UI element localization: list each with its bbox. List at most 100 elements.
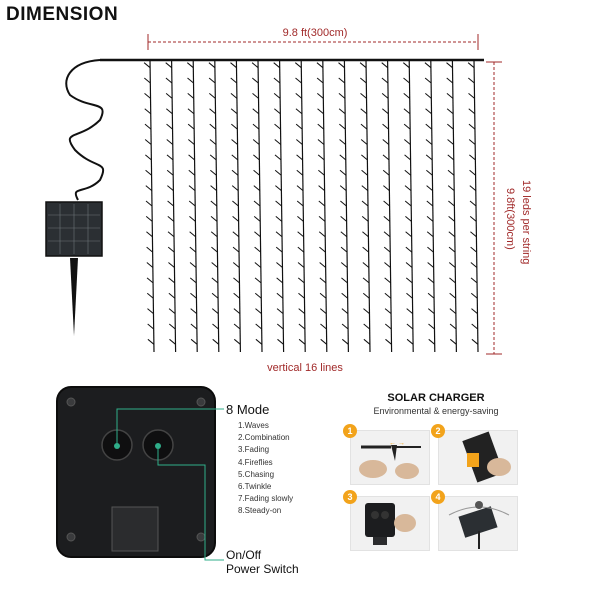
led-bulb — [230, 108, 238, 115]
led-bulb — [317, 123, 325, 130]
led-bulb — [384, 308, 392, 314]
leds-per-string-label: 19 leds per string — [520, 180, 532, 265]
led-bulb — [469, 185, 477, 192]
step-4-badge: 4 — [431, 490, 445, 504]
led-bulb — [406, 308, 413, 314]
mode-item: 6.Twinkle — [238, 482, 272, 491]
led-bulb — [146, 231, 153, 238]
led-bulb — [230, 93, 238, 99]
led-bulb — [384, 323, 392, 330]
led-bulb — [294, 62, 302, 69]
led-bulb — [296, 169, 304, 176]
led-bulb — [318, 215, 326, 222]
led-bulb — [316, 62, 324, 69]
led-bulb — [449, 292, 456, 299]
power-switch-label: On/Off Power Switch — [226, 548, 299, 576]
led-bulb — [186, 62, 194, 69]
led-bulb — [146, 246, 153, 253]
led-bulb — [275, 185, 282, 192]
led-bulb — [424, 77, 432, 84]
led-bulb — [298, 292, 305, 299]
led-bulb — [232, 231, 240, 238]
led-bulb — [318, 200, 326, 207]
led-bulb — [468, 123, 476, 130]
led-bulb — [145, 185, 153, 192]
led-bulb — [360, 108, 368, 115]
led-bulb — [427, 277, 435, 284]
led-bulb — [383, 200, 390, 207]
led-bulb — [381, 62, 389, 69]
led-bulb — [361, 169, 368, 176]
led-bulb — [252, 108, 260, 115]
led-bulb — [362, 246, 369, 253]
led-bulb — [403, 123, 411, 130]
mode-item: 8.Steady-on — [238, 506, 282, 516]
led-bulb — [361, 154, 368, 161]
led-bulb — [145, 169, 152, 176]
led-bulb — [427, 262, 434, 268]
led-bulb — [470, 277, 478, 284]
led-bulb — [166, 169, 174, 176]
led-bulb — [317, 139, 325, 145]
led-bulb — [340, 215, 347, 222]
led-bulb — [168, 277, 175, 284]
svg-text:← →: ← → — [389, 440, 405, 447]
led-bulb — [252, 93, 259, 99]
led-bulb — [360, 93, 367, 99]
led-bulb — [187, 77, 194, 84]
led-bulb — [188, 200, 196, 207]
led-bulb — [338, 93, 346, 99]
led-bulb — [231, 169, 239, 176]
led-bulb — [274, 154, 282, 161]
led-bulb — [146, 292, 154, 299]
led-bulb — [448, 231, 456, 238]
led-bulb — [252, 139, 260, 145]
led-bulb — [233, 323, 241, 330]
led-bulb — [295, 77, 302, 84]
led-bulb — [210, 200, 218, 207]
led-bulb — [320, 323, 327, 330]
led-bulb — [338, 108, 346, 115]
led-bulb — [147, 308, 154, 314]
led-bulb — [274, 139, 282, 145]
led-bulb — [167, 246, 175, 253]
led-bulb — [274, 169, 282, 176]
led-bulb — [187, 123, 195, 130]
led-bulb — [446, 77, 454, 84]
solar-charger-subtitle: Environmental & energy-saving — [373, 406, 499, 416]
led-bulb — [296, 200, 304, 207]
led-bulb — [231, 139, 238, 145]
led-bulb — [254, 277, 262, 284]
led-bulb — [209, 108, 216, 115]
led-bulb — [338, 62, 345, 69]
mode-item: 7.Fading slowly — [238, 494, 294, 504]
led-bulb — [212, 323, 219, 330]
led-bulb — [448, 262, 456, 268]
led-bulb — [168, 323, 176, 330]
led-bulb — [405, 246, 413, 253]
led-bulb — [167, 215, 175, 222]
led-bulb — [231, 185, 239, 192]
led-bulb — [425, 123, 433, 130]
led-bulb — [383, 185, 390, 192]
led-bulb — [276, 323, 284, 330]
led-bulb — [252, 123, 260, 130]
led-bulb — [405, 231, 412, 238]
led-bulb — [338, 77, 346, 84]
led-bulb — [146, 262, 154, 268]
led-bulb — [167, 200, 174, 207]
led-bulb — [144, 123, 152, 130]
led-bulb — [341, 308, 349, 314]
led-bulb — [274, 123, 281, 130]
solar-panel-icon — [45, 201, 103, 336]
led-bulb — [232, 262, 240, 268]
led-bulb — [233, 308, 241, 314]
step-3-badge: 3 — [343, 490, 357, 504]
led-bulb — [403, 108, 411, 115]
led-bulb — [189, 215, 196, 222]
led-bulb — [449, 338, 457, 345]
led-bulb — [449, 308, 457, 314]
led-bulb — [426, 231, 434, 238]
led-bulb — [273, 77, 281, 84]
led-bulb — [275, 246, 283, 253]
